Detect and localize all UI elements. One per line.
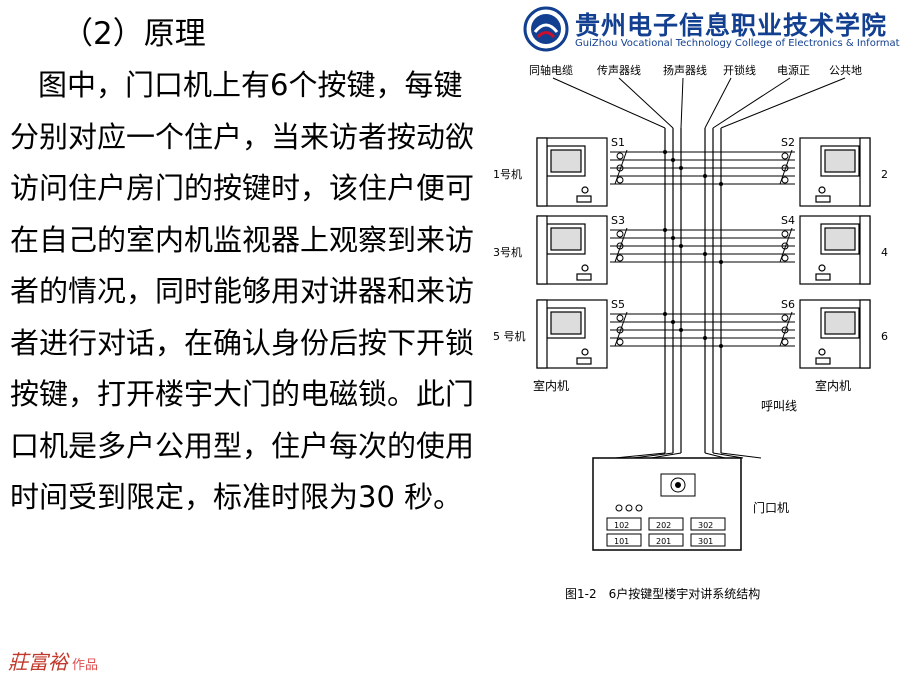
college-name-en: GuiZhou Vocational Technology College of… [575,38,900,49]
wire-label-power: 电源正 [777,63,810,77]
switch-label-s2: S2 [781,136,795,149]
door-unit: 102 202 302 101 201 301 [592,457,742,551]
key-102: 102 [614,521,629,530]
college-emblem-icon [523,6,569,52]
key-301: 301 [698,537,713,546]
switch-label-s3: S3 [611,214,625,227]
call-lines [614,452,762,459]
switch-label-s1: S1 [611,136,625,149]
author-name: 莊富裕 [8,650,68,674]
indoor-unit-1 [536,137,608,207]
indoor-unit-5 [536,299,608,369]
wire-label-speaker: 扬声器线 [663,63,707,77]
indoor-unit-4 [799,215,871,285]
section-heading: （2）原理 [62,16,206,52]
wire-label-coax: 同轴电缆 [529,63,573,77]
vertical-bus [664,128,722,453]
unit-label-4: 4 [881,246,888,259]
key-101: 101 [614,537,629,546]
college-name-cn: 贵州电子信息职业技术学院 [575,11,888,40]
indoor-unit-3 [536,215,608,285]
wire-label-mic: 传声器线 [597,63,641,77]
unit-label-3: 3号机 [493,245,522,259]
indoor-label-left: 室内机 [533,378,569,393]
key-201: 201 [656,537,671,546]
author-suffix: 作品 [72,658,99,673]
principle-paragraph: 图中，门口机上有6个按键，每键分别对应一个住户，当来访者按动欲访问住户房门的按键… [10,60,480,524]
figure-caption: 图1-2 6户按键型楼宇对讲系统结构 [565,586,760,601]
junction-dots [663,150,723,348]
key-302: 302 [698,521,713,530]
switch-label-s4: S4 [781,214,795,227]
switch-label-s5: S5 [611,298,625,311]
unit-label-5: 5 号机 [493,329,526,343]
switch-label-s6: S6 [781,298,795,311]
paragraph-text: 图中，门口机上有6个按键，每键分别对应一个住户，当来访者按动欲访问住户房门的按键… [10,68,475,514]
unit-label-1: 1号机 [493,167,522,181]
horizontal-wiring [610,151,795,347]
college-logo: 贵州电子信息职业技术学院 GuiZhou Vocational Technolo… [523,4,900,56]
intercom-system-diagram: 同轴电缆 传声器线 扬声器线 开锁线 电源正 公共地 [493,63,888,601]
indoor-unit-6 [799,299,871,369]
indoor-units-left [536,137,608,369]
key-202: 202 [656,521,671,530]
wire-label-ground: 公共地 [829,64,862,77]
indoor-label-right: 室内机 [815,378,851,393]
author-signature: 莊富裕作品 [8,646,98,675]
unit-label-6: 6 [881,330,888,343]
switch-symbols [614,149,793,347]
label-leaders [552,77,846,129]
door-unit-label: 门口机 [753,500,789,515]
unit-label-2: 2 [881,168,888,181]
call-line-label: 呼叫线 [761,399,797,413]
indoor-units-right [799,137,871,369]
indoor-unit-2 [799,137,871,207]
wire-label-unlock: 开锁线 [723,63,756,77]
